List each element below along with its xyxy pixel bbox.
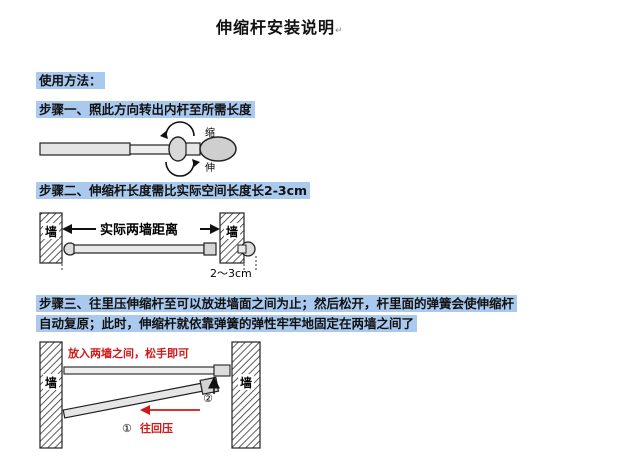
step2-text: 步骤二、伸缩杆长度需比实际空间长度长2-3cm bbox=[36, 182, 311, 199]
push-back-label: 往回压 bbox=[140, 421, 173, 435]
step1-rod-diagram: 缩 伸 bbox=[39, 121, 237, 177]
step3-right-wall bbox=[231, 341, 261, 449]
step2-diagram: 墙 墙 实际两墙距离 2～3cm bbox=[39, 212, 257, 280]
end-knob bbox=[199, 136, 237, 162]
marker-2: ② bbox=[203, 392, 213, 405]
rotate-arrow-bottom bbox=[165, 161, 195, 177]
label-extend: 伸 bbox=[205, 162, 215, 174]
extra-length-label: 2～3cm bbox=[210, 267, 252, 280]
twist-collar bbox=[168, 136, 188, 162]
usage-heading: 使用方法： bbox=[36, 72, 105, 89]
return-mark: ↵ bbox=[335, 26, 344, 36]
step3-text-line2: 自动复原；此时，伸缩杆就依靠弹簧的弹性牢牢地固定在两墙之间了 bbox=[36, 315, 418, 332]
outer-tube bbox=[39, 142, 131, 156]
rotate-arrow-head-top bbox=[160, 131, 168, 139]
step3-left-wall bbox=[39, 341, 63, 449]
step1-text: 步骤一、照此方向转出内杆至所需长度 bbox=[36, 101, 255, 118]
step3-diagram: 墙 墙 放入两墙之间，松手即可 ② ① 往回压 bbox=[39, 341, 261, 449]
marker-1: ① bbox=[122, 422, 132, 435]
step3-left-wall-label: 墙 bbox=[45, 375, 57, 390]
put-between-walls-label: 放入两墙之间，松手即可 bbox=[67, 346, 189, 360]
inner-tube bbox=[129, 144, 171, 155]
right-wall-label: 墙 bbox=[226, 224, 238, 239]
label-shrink: 缩 bbox=[205, 126, 215, 139]
rotate-arrow-head-bottom bbox=[192, 159, 200, 167]
installed-rod bbox=[63, 366, 215, 375]
step3-text-line1: 步骤三、往里压伸缩杆至可以放进墙面之间为止；然后松开，杆里面的弹簧会使伸缩杆 bbox=[36, 295, 518, 312]
diagonal-rod bbox=[62, 376, 220, 419]
page-title: 伸缩杆安装说明↵ bbox=[216, 18, 344, 37]
distance-label: 实际两墙距离 bbox=[100, 222, 178, 238]
step2-rod bbox=[73, 244, 205, 254]
rotate-arrow-top bbox=[165, 121, 195, 137]
left-wall-label: 墙 bbox=[45, 224, 57, 239]
distance-arrow-left bbox=[62, 224, 72, 234]
distance-arrow-right bbox=[210, 224, 220, 234]
rod-connector bbox=[185, 142, 201, 156]
step3-right-wall-label: 墙 bbox=[240, 375, 252, 390]
